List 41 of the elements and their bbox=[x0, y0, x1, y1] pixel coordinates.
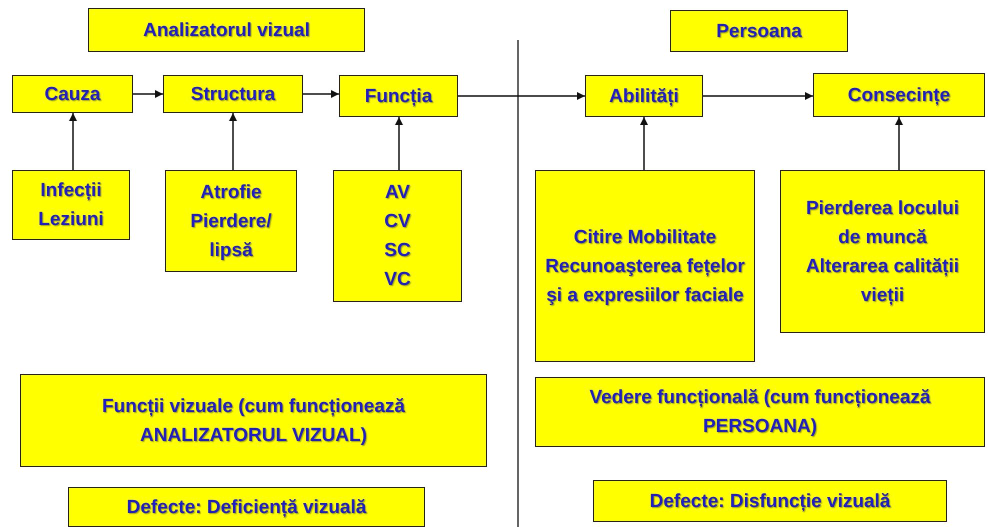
box-text: Cauza bbox=[44, 82, 100, 106]
text-box bbox=[813, 73, 985, 117]
arrow bbox=[703, 92, 813, 100]
box-text: Atrofie Pierdere/ lipsă bbox=[189, 180, 273, 262]
arrow bbox=[229, 113, 237, 170]
arrow bbox=[895, 117, 903, 170]
box-text: Persoana bbox=[716, 20, 802, 44]
box-text: Infecții Leziuni bbox=[37, 179, 105, 232]
arrow bbox=[303, 90, 339, 98]
text-box bbox=[165, 170, 297, 272]
box-text: Pierderea locului de muncă Alterarea calității vieții bbox=[804, 196, 960, 308]
summary-box bbox=[535, 377, 985, 447]
box-text: Citire Mobilitate Recunoaşterea fețelor şi a expresiilor faciale bbox=[544, 226, 746, 308]
box-text: Abilități bbox=[609, 84, 679, 108]
text-box bbox=[12, 170, 130, 240]
box-text: Consecințe bbox=[848, 84, 950, 108]
text-box bbox=[535, 170, 755, 362]
summary-box bbox=[20, 374, 487, 467]
arrow bbox=[640, 117, 648, 170]
text-box bbox=[339, 75, 458, 117]
title-box bbox=[670, 10, 848, 52]
box-text: Funcția bbox=[364, 84, 432, 108]
title-box bbox=[88, 8, 365, 52]
text-box bbox=[333, 170, 462, 302]
box-text: Funcții vizuale (cum funcționează ANALIZATORUL VIZUAL) bbox=[101, 394, 406, 448]
arrow bbox=[395, 117, 403, 170]
box-text: Defecte: Disfuncție vizuală bbox=[650, 490, 890, 514]
text-box bbox=[780, 170, 985, 333]
arrow bbox=[133, 90, 163, 98]
box-text: Vedere funcțională (cum funcționează PERSOANA) bbox=[588, 386, 932, 439]
summary-box bbox=[593, 480, 947, 522]
box-text: Analizatorul vizual bbox=[143, 18, 310, 42]
box-text: Structura bbox=[190, 82, 276, 106]
text-box bbox=[163, 75, 303, 113]
text-box bbox=[585, 75, 703, 117]
box-text: AV CV SC VC bbox=[383, 181, 412, 292]
box-text: Defecte: Deficiență vizuală bbox=[126, 496, 366, 520]
arrow bbox=[69, 113, 77, 170]
summary-box bbox=[68, 487, 425, 527]
arrow bbox=[458, 92, 585, 100]
text-box bbox=[12, 75, 133, 113]
